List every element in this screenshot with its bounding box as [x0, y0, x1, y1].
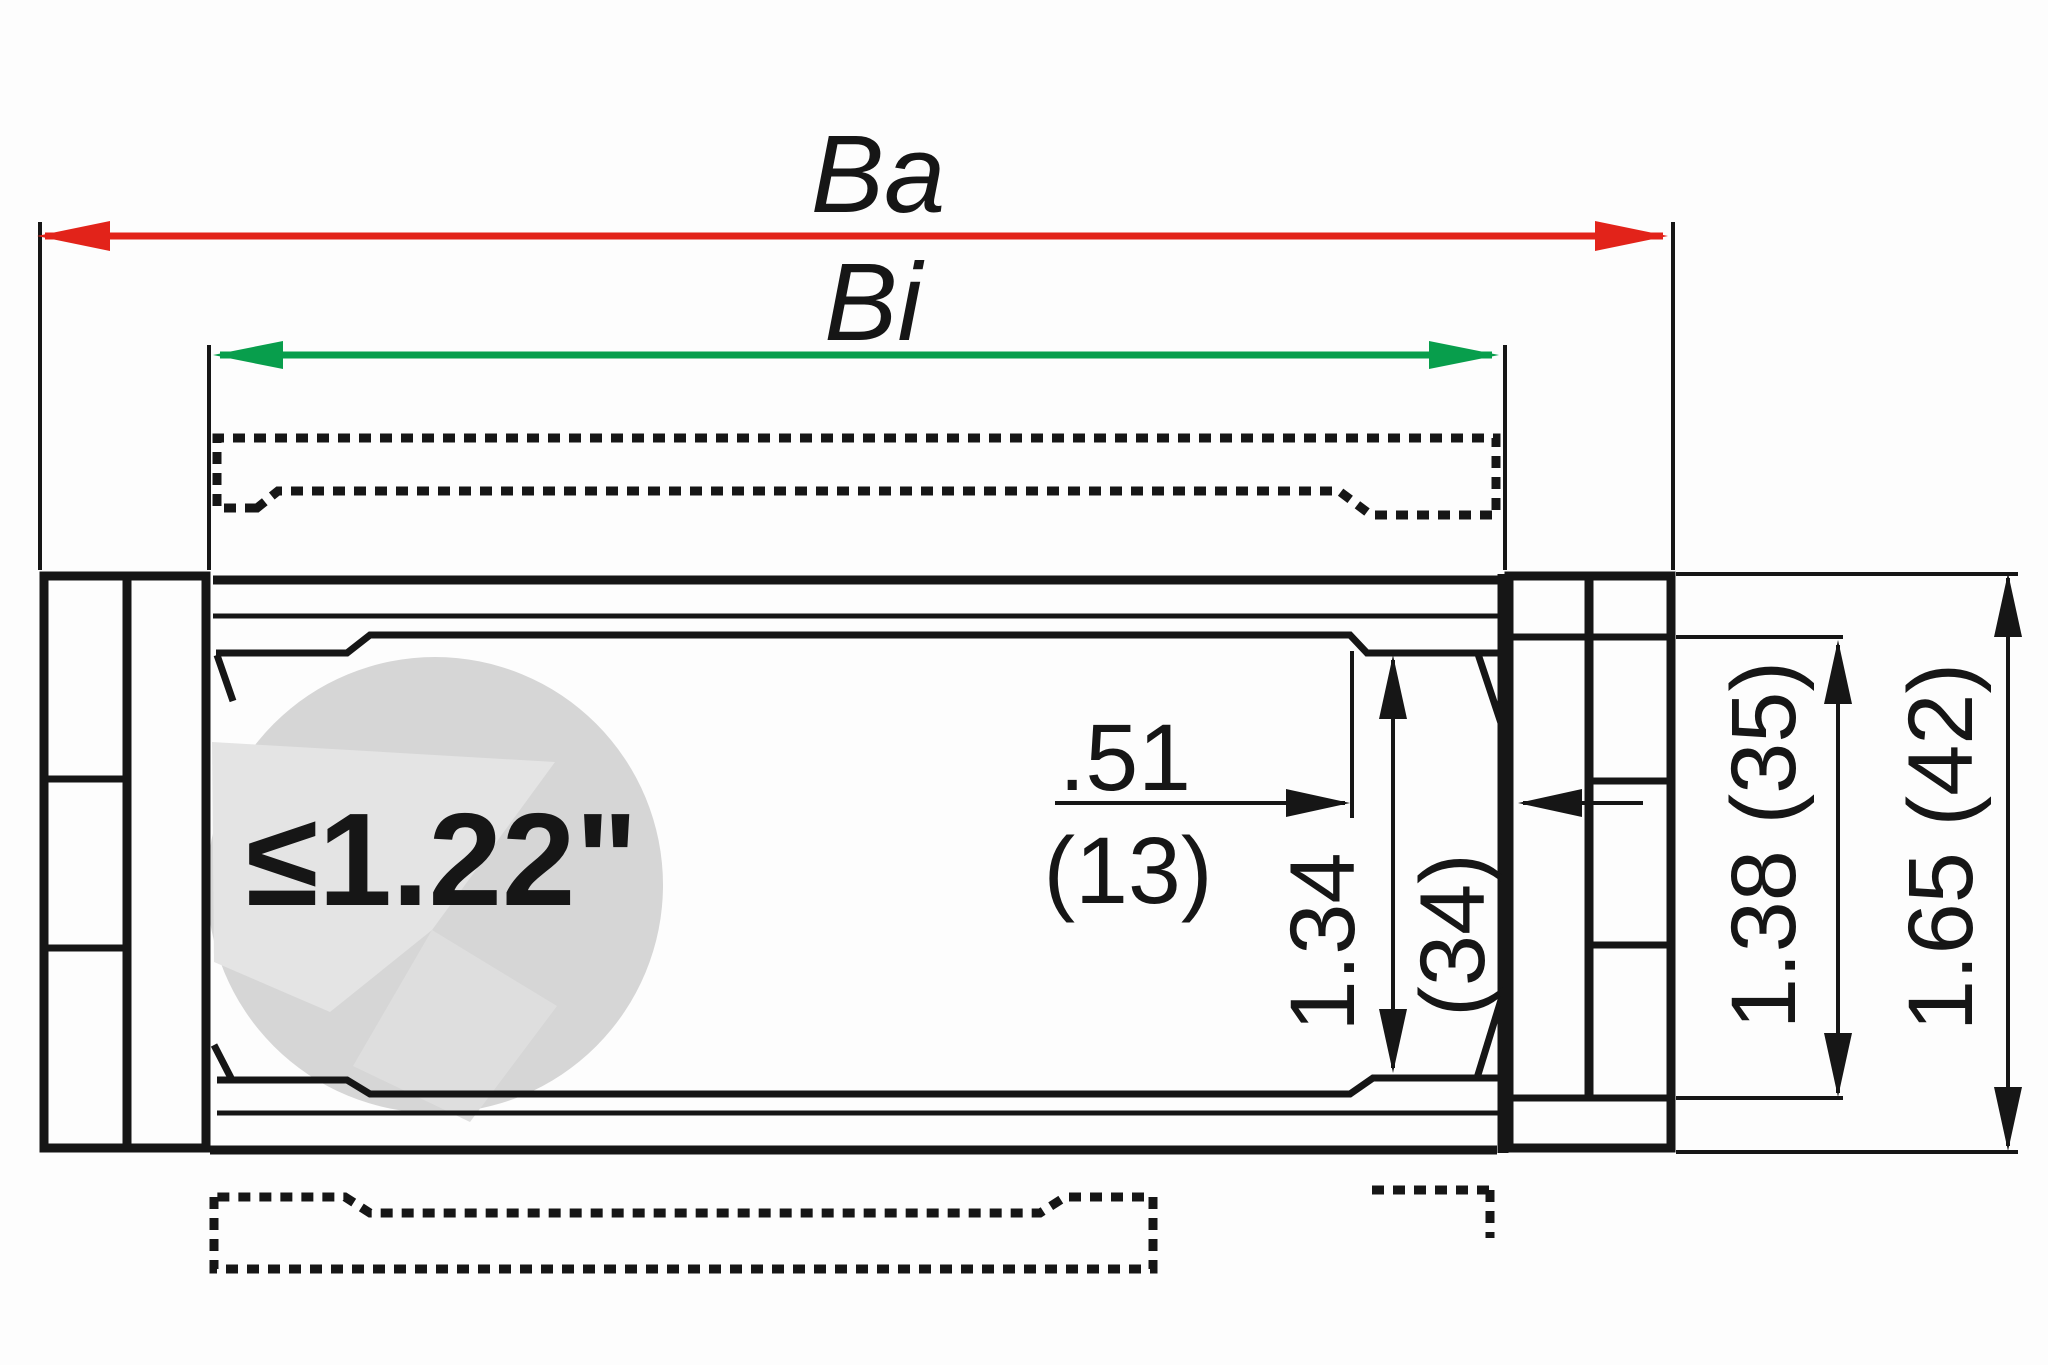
watermark-arrow-icon [212, 742, 555, 1012]
watermark [207, 657, 663, 1122]
cavity-top-contour [216, 631, 1500, 657]
dim-slot-arrow-left-pointing [1518, 789, 1582, 817]
dim-165-label: 1.65 (42) [1890, 663, 1992, 1031]
dim-slot-mm-label: (13) [1044, 818, 1213, 924]
dim-inner-height-arrow-down [1379, 1009, 1407, 1073]
dim-inner-height-mm-label: (34) [1402, 853, 1504, 1017]
dim-138-arrow-down [1824, 1033, 1852, 1097]
chain-body [210, 574, 1509, 1155]
dim-ba-arrow-left [37, 221, 110, 251]
dim-138-label: 1.38 (35) [1713, 661, 1815, 1029]
dim-bi-arrow-left [213, 341, 283, 369]
right-mounting-bracket [1504, 571, 1676, 1153]
dim-inner-height-arrow-up [1379, 655, 1407, 719]
dim-inner-width: Bi [213, 241, 1499, 369]
dim-ba-label: Ba [811, 113, 946, 236]
dim-link-inner-height: 1.38 (35) [1713, 640, 1852, 1097]
dim-slot-inch-label: .51 [1059, 705, 1191, 811]
chamfer-top-right [1474, 652, 1505, 725]
cavity-bottom-contour [217, 1074, 1500, 1098]
dim-outer-width: Ba [37, 113, 1668, 251]
dim-138-arrow-up [1824, 640, 1852, 704]
dim-inner-height: 1.34 (34) [1272, 655, 1504, 1073]
watermark-arrow-tail-icon [353, 930, 557, 1122]
dim-bi-arrow-right [1429, 341, 1499, 369]
max-diameter-label: ≤1.22" [246, 786, 638, 933]
dim-slot-width: .51 (13) [1044, 705, 1643, 924]
left-mounting-bracket [39, 571, 211, 1153]
bottom-dashed-outline [209, 1192, 1158, 1274]
chamfer-bottom-right [1473, 998, 1505, 1080]
chamfer-top-left [213, 653, 237, 703]
bottom-right-dashed-segment [1372, 1185, 1495, 1238]
dim-165-arrow-up [1994, 573, 2022, 637]
dashed-outlines [209, 433, 1501, 1274]
chamfer-bottom-left [210, 1043, 235, 1080]
dim-ba-arrow-right [1595, 221, 1668, 251]
dim-165-arrow-down [1994, 1087, 2022, 1151]
dim-link-outer-height: 1.65 (42) [1890, 573, 2022, 1151]
dim-slot-arrow-right-pointing [1286, 789, 1350, 817]
dim-bi-label: Bi [824, 241, 924, 364]
extension-lines [38, 222, 2018, 1154]
top-dashed-outline [212, 433, 1501, 520]
dim-inner-height-inch-label: 1.34 [1272, 852, 1374, 1031]
